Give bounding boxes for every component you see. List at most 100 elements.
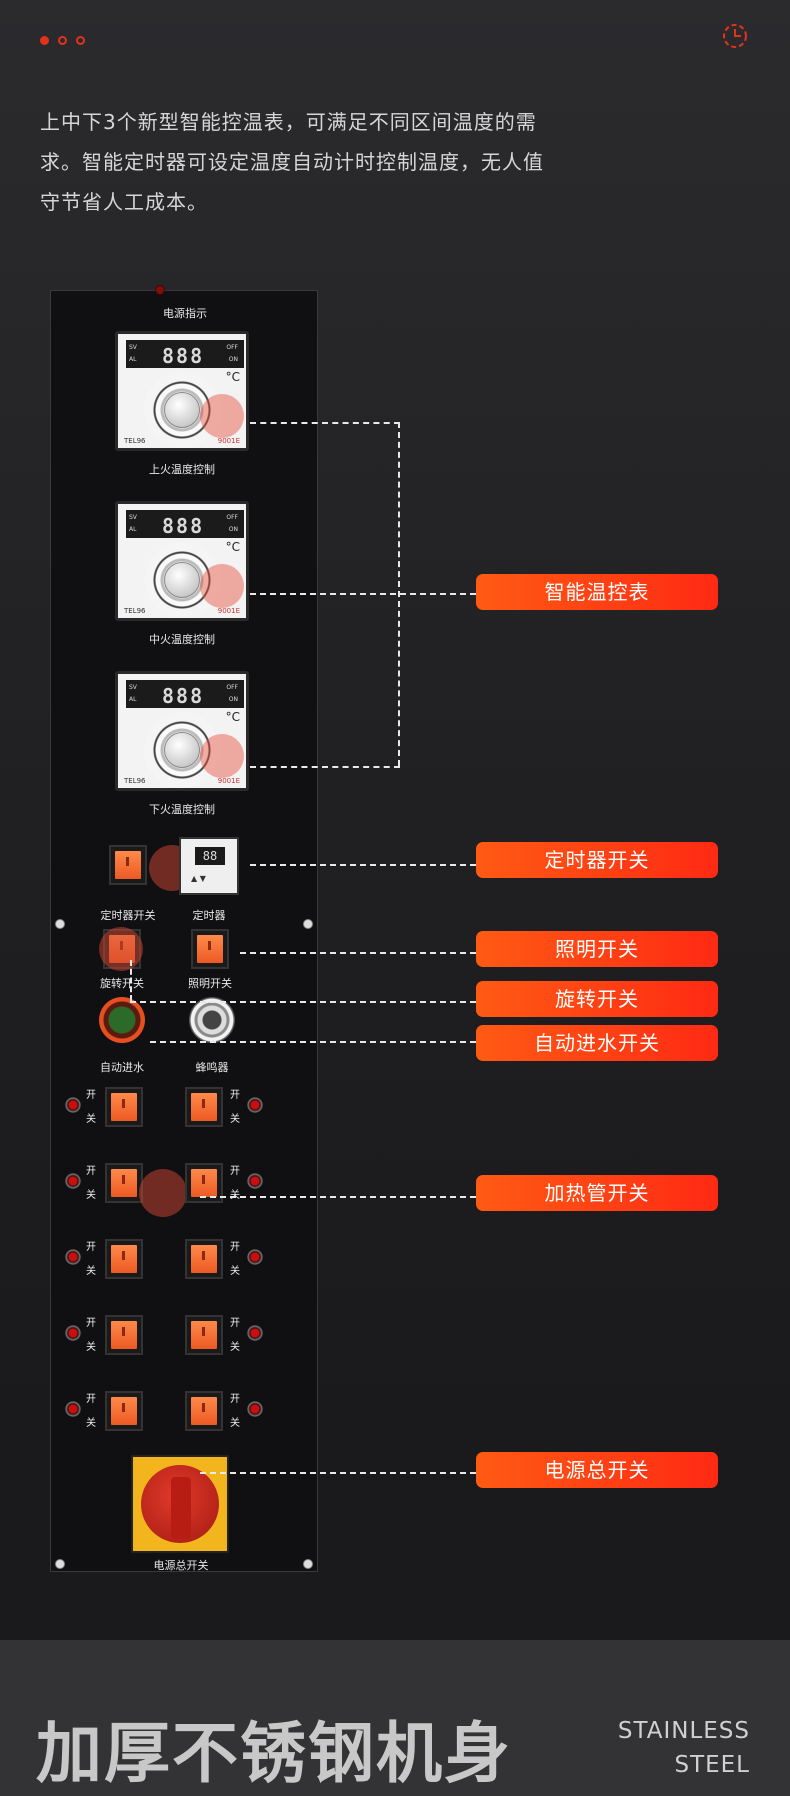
heater-on-label: 开 <box>230 1394 240 1405</box>
heater-indicator-lamp <box>65 1249 81 1265</box>
callout-light-switch: 照明开关 <box>476 931 718 967</box>
light-switch-label: 照明开关 <box>188 977 232 990</box>
heater-off-label: 关 <box>230 1418 240 1429</box>
dot <box>58 36 67 45</box>
callout-heater-switch: 加热管开关 <box>476 1175 718 1211</box>
heater-on-label: 开 <box>86 1090 96 1101</box>
heater-indicator-lamp <box>65 1173 81 1189</box>
heater-on-label: 开 <box>86 1318 96 1329</box>
heater-on-label: 开 <box>230 1318 240 1329</box>
callout-main-power-switch: 电源总开关 <box>476 1452 718 1488</box>
leader-line <box>240 952 476 954</box>
heater-off-label: 关 <box>86 1418 96 1429</box>
heater-switch[interactable] <box>185 1391 223 1431</box>
heater-switch[interactable] <box>185 1087 223 1127</box>
power-indicator-lamp <box>155 285 165 295</box>
heater-on-label: 开 <box>86 1242 96 1253</box>
timer-logo-icon <box>723 24 747 48</box>
meter-knob[interactable] <box>164 562 200 598</box>
auto-water-button[interactable] <box>99 997 145 1043</box>
meter-display: 888 <box>126 510 244 538</box>
intro-line: 守节省人工成本。 <box>40 190 208 214</box>
meter-label: 上火温度控制 <box>149 463 215 476</box>
heater-indicator-lamp <box>247 1173 263 1189</box>
leader-line <box>250 422 400 424</box>
buzzer-icon <box>189 997 235 1043</box>
buzzer-label: 蜂鸣器 <box>195 1061 229 1074</box>
heater-on-label: 开 <box>230 1166 240 1177</box>
screw <box>55 1559 65 1569</box>
meter-label: 下火温度控制 <box>149 803 215 816</box>
leader-line <box>130 960 132 1001</box>
heater-switch[interactable] <box>105 1239 143 1279</box>
heater-on-label: 开 <box>86 1166 96 1177</box>
meter-knob[interactable] <box>164 392 200 428</box>
heater-indicator-lamp <box>247 1325 263 1341</box>
intro-line: 求。智能定时器可设定温度自动计时控制温度，无人值 <box>40 150 544 174</box>
timer-display: 88 <box>195 847 225 865</box>
callout-rotate-switch: 旋转开关 <box>476 981 718 1017</box>
callout-timer-switch: 定时器开关 <box>476 842 718 878</box>
screw <box>303 1559 313 1569</box>
heater-on-label: 开 <box>86 1394 96 1405</box>
footer-band: 加厚不锈钢机身 STAINLESS STEEL <box>0 1640 790 1796</box>
power-indicator-label: 电源指示 <box>163 307 207 320</box>
leader-line <box>250 864 476 866</box>
heater-switch[interactable] <box>185 1315 223 1355</box>
auto-water-label: 自动进水 <box>100 1061 144 1074</box>
screw <box>55 919 65 929</box>
dot-active <box>40 36 49 45</box>
heater-indicator-lamp <box>247 1249 263 1265</box>
leader-line <box>130 1001 476 1003</box>
heater-indicator-lamp <box>65 1401 81 1417</box>
heater-off-label: 关 <box>86 1342 96 1353</box>
meter-knob[interactable] <box>164 732 200 768</box>
light-switch[interactable] <box>191 929 229 969</box>
timer-switch-label: 定时器开关 <box>100 909 156 922</box>
heater-off-label: 关 <box>230 1114 240 1125</box>
dot <box>76 36 85 45</box>
temperature-meter-bottom[interactable]: 888 SV AL OFF ON °C TEL96 9001E <box>115 671 249 791</box>
heater-switch[interactable] <box>105 1087 143 1127</box>
footer-title: 加厚不锈钢机身 <box>36 1715 512 1792</box>
footer-en-line2: STEEL <box>674 1752 750 1778</box>
leader-line <box>200 1196 476 1198</box>
control-panel: 电源指示 888 SV AL OFF ON °C TEL96 9001E 上火温… <box>50 285 318 1572</box>
callout-auto-water-switch: 自动进水开关 <box>476 1025 718 1061</box>
heater-indicator-lamp <box>65 1097 81 1113</box>
heater-off-label: 关 <box>230 1342 240 1353</box>
timer-device[interactable]: 88 ▲ ▼ <box>179 837 239 895</box>
leader-line <box>150 1041 476 1043</box>
rotate-switch-label: 旋转开关 <box>100 977 144 990</box>
heater-off-label: 关 <box>230 1266 240 1277</box>
pagination-dots <box>40 36 85 45</box>
timer-label: 定时器 <box>192 909 226 922</box>
intro-line: 上中下3个新型智能控温表，可满足不同区间温度的需 <box>40 110 537 134</box>
main-power-switch[interactable] <box>131 1455 229 1553</box>
heater-off-label: 关 <box>230 1190 240 1201</box>
main-switch-label: 电源总开关 <box>153 1559 209 1572</box>
temperature-meter-top[interactable]: 888 SV AL OFF ON °C TEL96 9001E <box>115 331 249 451</box>
leader-line <box>250 593 476 595</box>
heater-indicator-lamp <box>247 1097 263 1113</box>
meter-display: 888 <box>126 340 244 368</box>
meter-display: 888 <box>126 680 244 708</box>
temperature-meter-middle[interactable]: 888 SV AL OFF ON °C TEL96 9001E <box>115 501 249 621</box>
heater-switch[interactable] <box>105 1163 143 1203</box>
meter-label: 中火温度控制 <box>149 633 215 646</box>
heater-on-label: 开 <box>230 1242 240 1253</box>
timer-switch[interactable] <box>109 845 147 885</box>
intro-text: 上中下3个新型智能控温表，可满足不同区间温度的需 求。智能定时器可设定温度自动计… <box>40 102 580 222</box>
heater-switch[interactable] <box>105 1391 143 1431</box>
leader-line <box>250 766 400 768</box>
heater-on-label: 开 <box>230 1090 240 1101</box>
callout-smart-meter: 智能温控表 <box>476 574 718 610</box>
heater-indicator-lamp <box>247 1401 263 1417</box>
heater-switch[interactable] <box>105 1315 143 1355</box>
footer-en-line1: STAINLESS <box>617 1718 750 1744</box>
leader-line <box>200 1472 476 1474</box>
heater-switch[interactable] <box>185 1239 223 1279</box>
heater-off-label: 关 <box>86 1266 96 1277</box>
heater-off-label: 关 <box>86 1190 96 1201</box>
